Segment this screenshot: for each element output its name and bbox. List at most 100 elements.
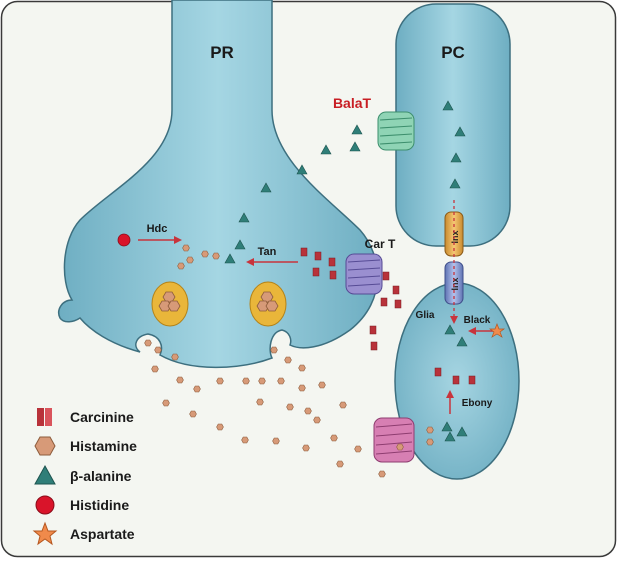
- histamine-molecule: [176, 376, 184, 384]
- beta-alanine-molecule: [224, 253, 236, 264]
- histamine-molecule: [212, 252, 220, 260]
- beta-alanine-molecule: [441, 421, 453, 432]
- histamine-molecule: [304, 407, 312, 415]
- histamine-molecule: [298, 364, 306, 372]
- molecules-group: [144, 100, 476, 478]
- histamine-molecule: [426, 426, 434, 434]
- pc-label: PC: [441, 43, 465, 62]
- legend-aspartate-symbol: [32, 521, 58, 546]
- carcinine-molecule: [300, 247, 308, 257]
- histamine-molecule: [216, 423, 224, 431]
- legend-carcinine-symbol: [37, 408, 44, 426]
- histamine-molecule: [154, 346, 162, 354]
- histamine-molecule: [182, 244, 190, 252]
- beta-alanine-molecule: [260, 182, 272, 193]
- beta-alanine-molecule: [351, 124, 363, 135]
- carcinine-molecule: [468, 375, 476, 385]
- histamine-molecule: [272, 437, 280, 445]
- histamine-molecule: [378, 470, 386, 478]
- histamine-molecule: [189, 410, 197, 418]
- histamine-molecule: [354, 445, 362, 453]
- carcinine-molecule: [452, 375, 460, 385]
- beta-alanine-molecule: [320, 144, 332, 155]
- beta-alanine-molecule: [456, 336, 468, 347]
- carcinine-molecule: [314, 251, 322, 261]
- beta-alanine-molecule: [450, 152, 462, 163]
- beta-alanine-molecule: [234, 239, 246, 250]
- histamine-molecule: [298, 384, 306, 392]
- legend: Carcinine Histamine β-alanine Histidine …: [32, 408, 137, 546]
- histamine-molecule: [339, 401, 347, 409]
- legend-beta-alanine-label: β-alanine: [70, 468, 132, 484]
- balat-transporter: [377, 111, 415, 151]
- histamine-molecule: [426, 438, 434, 446]
- synaptic-vesicle-1: [151, 281, 189, 327]
- histamine-molecule: [171, 353, 179, 361]
- carcinine-molecule: [312, 267, 320, 277]
- legend-carcinine-symbol-b: [45, 408, 52, 426]
- histamine-molecule: [396, 443, 404, 451]
- histidine-molecule: [117, 233, 131, 247]
- legend-histidine-label: Histidine: [70, 497, 129, 513]
- beta-alanine-molecule: [449, 178, 461, 189]
- legend-beta-alanine-symbol: [34, 464, 56, 485]
- histamine-molecule: [216, 377, 224, 385]
- histamine-molecule: [277, 377, 285, 385]
- pr-label: PR: [210, 43, 234, 62]
- carcinine-molecule: [392, 285, 400, 295]
- histamine-molecule: [284, 356, 292, 364]
- carcinine-molecule: [370, 341, 378, 351]
- histamine-molecule: [241, 436, 249, 444]
- beta-alanine-molecule: [456, 426, 468, 437]
- histamine-molecule: [286, 403, 294, 411]
- carcinine-molecule: [394, 299, 402, 309]
- legend-histamine-symbol: [34, 436, 56, 456]
- carcinine-molecule: [369, 325, 377, 335]
- inx-bottom-label: Inx: [450, 277, 460, 290]
- carcinine-molecule: [434, 367, 442, 377]
- histamine-molecule: [186, 256, 194, 264]
- beta-alanine-molecule: [454, 126, 466, 137]
- histamine-molecule: [242, 377, 250, 385]
- histamine-molecule: [330, 434, 338, 442]
- histamine-molecule: [256, 398, 264, 406]
- glia-label: Glia: [416, 310, 435, 321]
- beta-alanine-molecule: [444, 324, 456, 335]
- car-t-label: Car T: [365, 237, 396, 251]
- beta-alanine-molecule: [238, 212, 250, 223]
- black-label: Black: [464, 315, 491, 326]
- legend-histamine-label: Histamine: [70, 438, 137, 454]
- glia-transporter: [373, 417, 415, 463]
- car-t-transporter: [345, 253, 383, 295]
- beta-alanine-molecule: [442, 100, 454, 111]
- legend-histidine-symbol: [35, 495, 55, 515]
- histamine-molecule: [177, 262, 185, 270]
- tan-label: Tan: [258, 246, 277, 258]
- ebony-label: Ebony: [462, 398, 493, 409]
- inx-top-label: Inx: [450, 230, 460, 243]
- carcinine-molecule: [328, 257, 336, 267]
- synaptic-vesicle-2: [249, 281, 287, 327]
- legend-carcinine-label: Carcinine: [70, 409, 134, 425]
- histamine-molecule: [258, 377, 266, 385]
- carcinine-molecule: [382, 271, 390, 281]
- aspartate-molecule: [488, 323, 506, 338]
- histamine-molecule: [318, 381, 326, 389]
- carcinine-molecule: [329, 270, 337, 280]
- histamine-molecule: [151, 365, 159, 373]
- histamine-molecule: [193, 385, 201, 393]
- histamine-molecule: [270, 346, 278, 354]
- histamine-molecule: [201, 250, 209, 258]
- balat-label: BalaT: [333, 95, 372, 111]
- histamine-molecule: [144, 339, 152, 347]
- histamine-molecule: [302, 444, 310, 452]
- histamine-molecule: [162, 399, 170, 407]
- hdc-label: Hdc: [147, 223, 168, 235]
- carcinine-molecule: [380, 297, 388, 307]
- beta-alanine-molecule: [296, 164, 308, 175]
- beta-alanine-molecule: [444, 431, 456, 442]
- beta-alanine-molecule: [349, 141, 361, 152]
- histamine-molecule: [336, 460, 344, 468]
